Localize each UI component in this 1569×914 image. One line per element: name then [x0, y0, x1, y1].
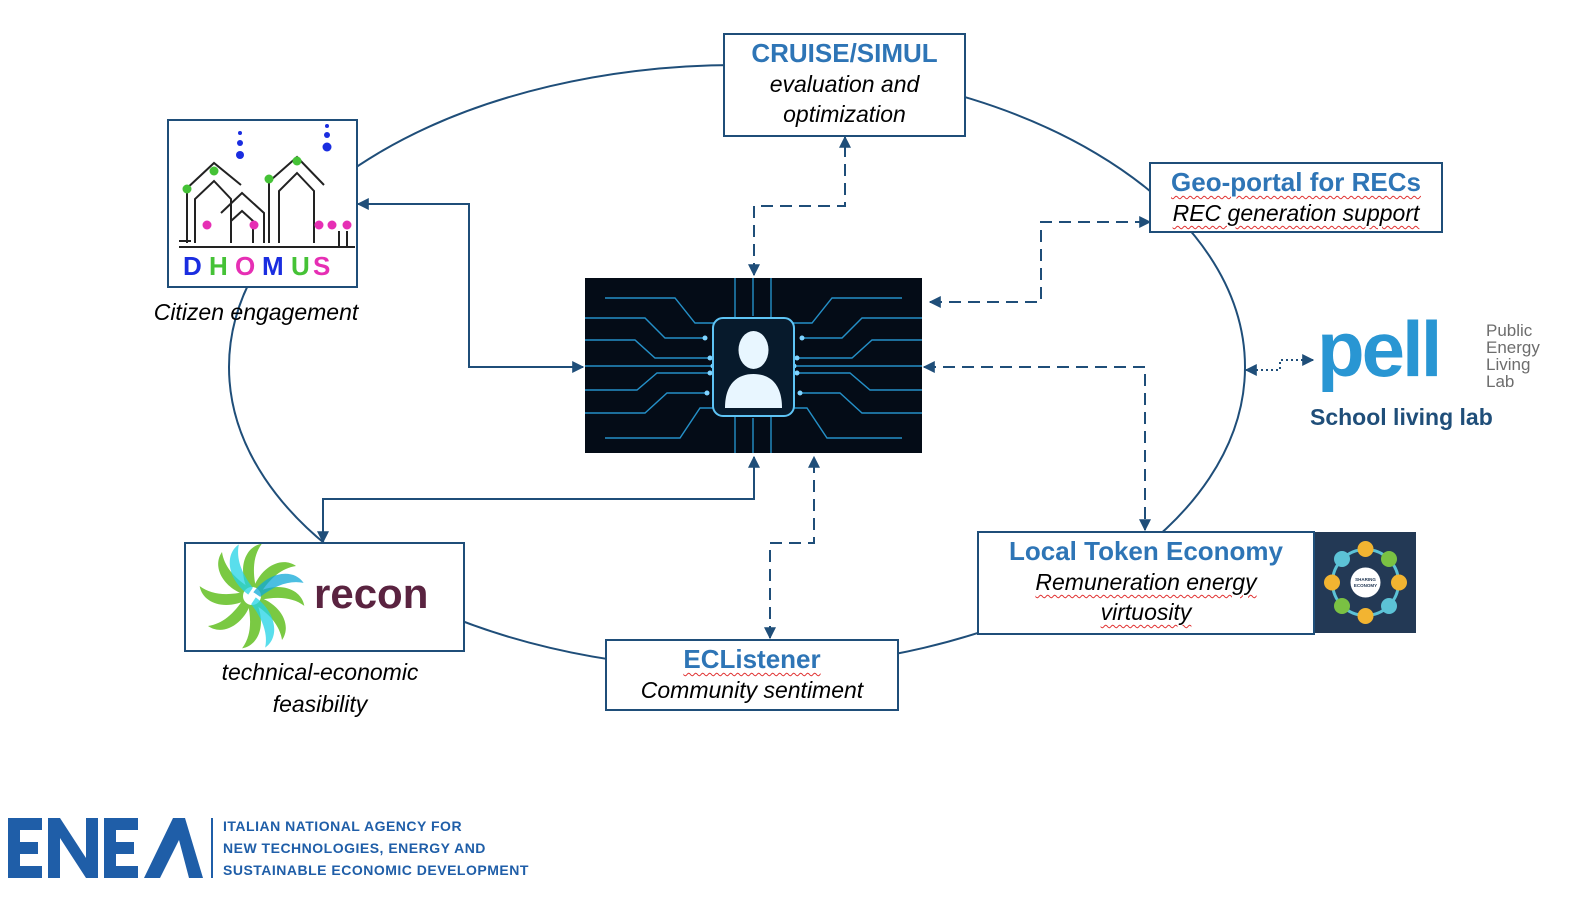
dhomus-caption: Citizen engagement	[153, 299, 359, 325]
enea-logo	[8, 818, 203, 878]
cruise-connector	[748, 135, 851, 277]
eclistener-box: ECListener Community sentiment	[605, 639, 899, 711]
cruise-line1: evaluation and	[769, 71, 920, 97]
eclistener-title: ECListener	[683, 644, 821, 674]
dhomus-connector	[356, 198, 585, 373]
svg-text:O: O	[235, 251, 255, 281]
pell-caption: School living lab	[1310, 404, 1493, 430]
pell-connector	[1244, 354, 1315, 376]
token-line2: virtuosity	[1100, 599, 1192, 625]
geoportal-connector	[928, 216, 1152, 308]
recon-caption-line1: technical-economic	[221, 659, 419, 685]
svg-text:M: M	[262, 251, 284, 281]
svg-text:U: U	[291, 251, 310, 281]
center-ai-image	[585, 278, 922, 453]
cruise-simul-box: CRUISE/SIMUL evaluation and optimization	[723, 33, 966, 137]
token-connector	[922, 361, 1151, 532]
cruise-title: CRUISE/SIMUL	[751, 38, 938, 68]
token-line1: Remuneration energy	[1035, 569, 1257, 595]
pell-side-line-3: Living	[1486, 355, 1531, 374]
geoportal-box: Geo-portal for RECs REC generation suppo…	[1149, 162, 1443, 233]
svg-text:H: H	[209, 251, 228, 281]
recon-caption-line2: feasibility	[272, 691, 368, 717]
enea-agency-line-2: NEW TECHNOLOGIES, ENERGY AND	[223, 840, 486, 856]
eclistener-subtitle: Community sentiment	[640, 677, 864, 703]
svg-text:S: S	[313, 251, 330, 281]
token-economy-box: Local Token Economy Remuneration energy …	[977, 531, 1315, 635]
svg-text:ECONOMY: ECONOMY	[1354, 583, 1377, 588]
enea-agency-line-1: ITALIAN NATIONAL AGENCY FOR	[223, 818, 463, 834]
sharing-economy-image: SHARING ECONOMY	[1315, 532, 1416, 633]
geoportal-subtitle: REC generation support	[1172, 200, 1420, 226]
sharing-badge-text: SHARING	[1355, 577, 1376, 582]
pell-logo: pell Public Energy Living Lab	[1315, 305, 1555, 403]
pell-wordmark: pell	[1317, 305, 1442, 393]
dhomus-logo-text: D	[183, 251, 202, 281]
dhomus-logo: D H O M U S	[179, 124, 355, 281]
pell-side-line-1: Public	[1486, 321, 1533, 340]
pell-side-line-2: Energy	[1486, 338, 1540, 357]
cruise-line2: optimization	[783, 101, 906, 127]
pell-side-line-4: Lab	[1486, 372, 1515, 391]
enea-agency-line-3: SUSTAINABLE ECONOMIC DEVELOPMENT	[223, 862, 529, 878]
eclistener-connector	[764, 455, 820, 640]
recon-logo-box: recon	[184, 540, 465, 652]
recon-logo: recon	[196, 540, 428, 652]
ai-user-circuit-icon	[725, 331, 782, 408]
geoportal-title: Geo-portal for RECs	[1171, 167, 1421, 197]
enea-divider	[211, 818, 213, 878]
token-title: Local Token Economy	[1008, 536, 1283, 566]
recon-connector	[317, 455, 760, 544]
recon-logo-text: recon	[314, 570, 428, 617]
dhomus-logo-box: D H O M U S	[167, 119, 358, 288]
